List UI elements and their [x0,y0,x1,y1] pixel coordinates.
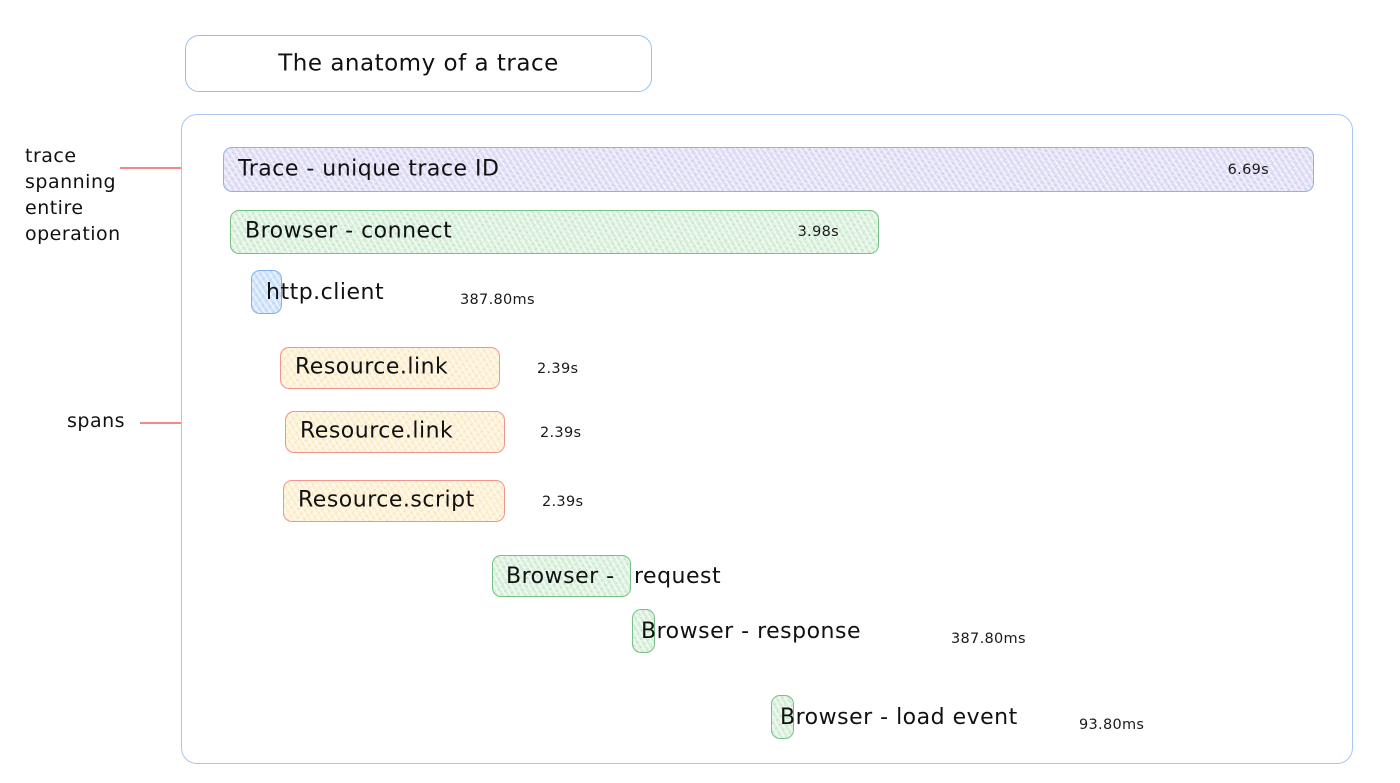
span-bar-browser-request[interactable] [492,555,631,597]
spans-leader-line [140,422,215,424]
span-bar-browser-connect[interactable]: Browser - connect 3.98s [230,210,879,254]
span-label-browser-request-inner: Browser - [506,564,615,589]
span-duration-http-client: 387.80ms [460,292,535,308]
span-duration-browser-response: 387.80ms [951,631,1026,647]
span-label-browser-load-event: Browser - load event [780,705,1018,730]
span-label-browser-connect: Browser - connect [245,218,453,244]
trace-leader-line [120,167,202,169]
span-label-resource-link-1: Resource.link [295,354,449,380]
span-bar-trace[interactable]: Trace - unique trace ID 6.69s [223,147,1314,192]
span-bar-browser-load-event[interactable] [771,695,794,739]
title-card: The anatomy of a trace [185,35,652,92]
spans-annotation-label: spans [67,410,126,432]
span-label-resource-link-2: Resource.link [300,418,454,444]
span-duration-trace: 6.69s [1227,161,1269,178]
span-duration-resource-link-1: 2.39s [537,361,579,377]
span-bar-resource-link-1[interactable]: Resource.link [280,347,500,389]
span-label-browser-request-outer: request [634,564,722,589]
span-label-resource-script: Resource.script [298,487,475,513]
trace-annotation-label: trace spanning entire operation [25,145,121,245]
span-label-trace: Trace - unique trace ID [238,156,500,181]
span-duration-browser-load-event: 93.80ms [1079,717,1145,733]
span-bar-browser-response[interactable] [632,609,655,653]
span-duration-resource-script: 2.39s [542,494,584,510]
span-bar-resource-script[interactable]: Resource.script [283,480,505,522]
span-label-browser-response: Browser - response [641,619,861,644]
page-title: The anatomy of a trace [278,49,559,76]
span-bar-resource-link-2[interactable]: Resource.link [285,411,505,453]
span-duration-browser-connect: 3.98s [797,224,839,240]
span-duration-resource-link-2: 2.39s [540,425,582,441]
span-label-http-client: http.client [266,280,385,305]
trace-waterfall-frame: Trace - unique trace ID 6.69s Browser - … [181,114,1353,764]
span-bar-http-client[interactable] [251,270,282,314]
